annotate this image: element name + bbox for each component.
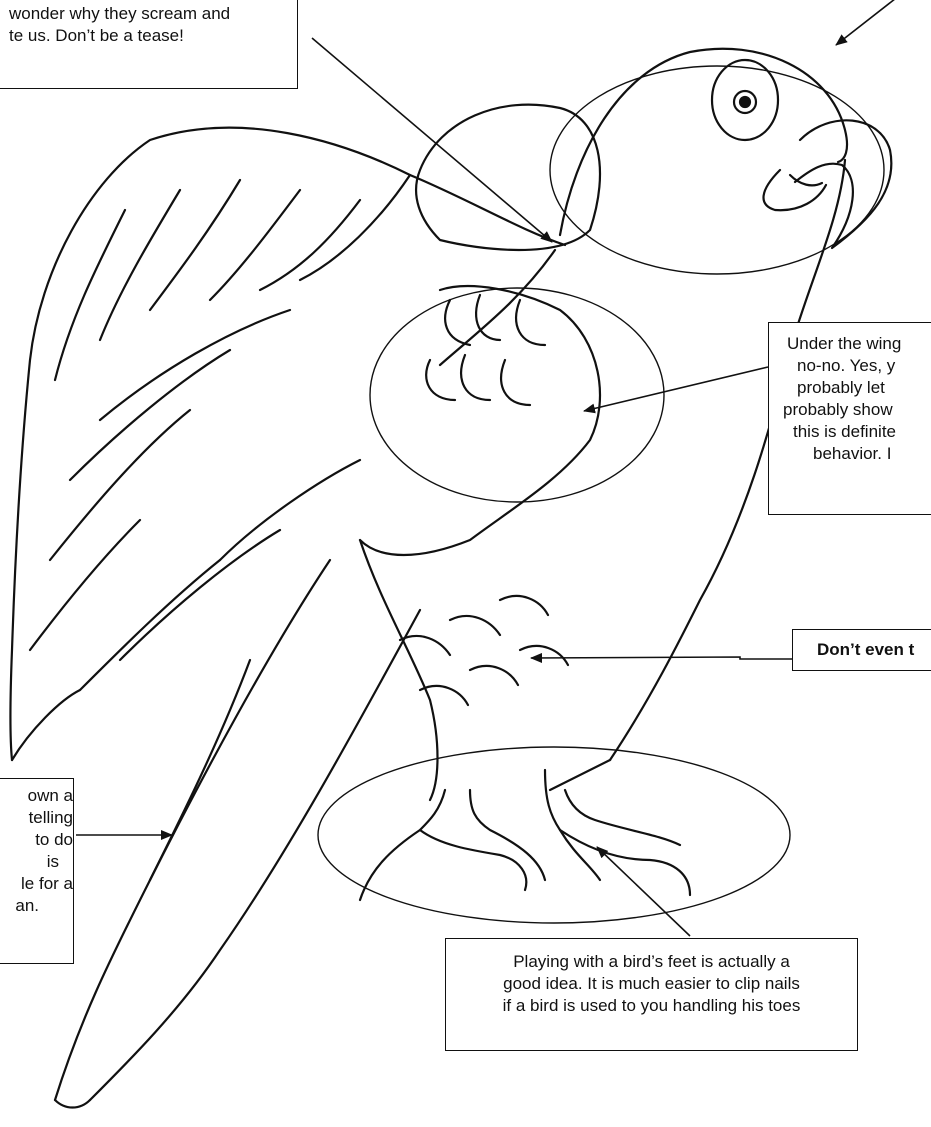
callout-feet-line-2: good idea. It is much easier to clip nai… — [446, 973, 857, 995]
callout-tail-line-3: to do — [1, 829, 73, 851]
callout-tease-line-1: wonder why they scream and — [9, 3, 297, 25]
callout-tail: own a telling to do is le for a an. — [0, 778, 74, 964]
callout-tease-line-2: te us. Don’t be a tease! — [9, 25, 297, 47]
callout-underwing-line-1: Under the wing — [787, 333, 931, 355]
feet-ellipse — [318, 747, 790, 923]
callout-tail-line-4: is — [1, 851, 73, 873]
callout-underwing-line-6: behavior. I — [787, 443, 931, 465]
wing-coverts — [360, 286, 600, 555]
callout-tail-line-5: le for a — [1, 873, 73, 895]
parrot-head — [560, 49, 847, 235]
callout-feet-line-1: Playing with a bird’s feet is actually a — [446, 951, 857, 973]
far-wing — [416, 105, 600, 250]
callout-underwing: Under the wing no-no. Yes, y probably le… — [768, 322, 931, 515]
callout-feet-line-3: if a bird is used to you handling his to… — [446, 995, 857, 1017]
callout-tail-line-2: telling — [1, 807, 73, 829]
callout-underwing-line-4: probably show — [783, 399, 931, 421]
callout-underwing-line-3: probably let — [787, 377, 931, 399]
callout-feet: Playing with a bird’s feet is actually a… — [445, 938, 858, 1051]
callout-dont: Don’t even t — [792, 629, 931, 671]
arrow-tease — [312, 38, 552, 242]
arrow-underwing — [584, 367, 768, 411]
callout-tease: wonder why they scream and te us. Don’t … — [0, 0, 298, 89]
tail — [55, 560, 330, 1100]
callout-tail-line-1: own a — [1, 785, 73, 807]
callout-underwing-line-5: this is definite — [787, 421, 931, 443]
arrow-dont — [531, 657, 792, 659]
right-leg — [545, 770, 690, 895]
callout-underwing-line-2: no-no. Yes, y — [787, 355, 931, 377]
callout-dont-text: Don’t even t — [817, 639, 931, 661]
callout-tail-line-6: an. — [1, 895, 73, 917]
arrow-head — [836, 0, 900, 45]
left-leg — [360, 790, 445, 900]
